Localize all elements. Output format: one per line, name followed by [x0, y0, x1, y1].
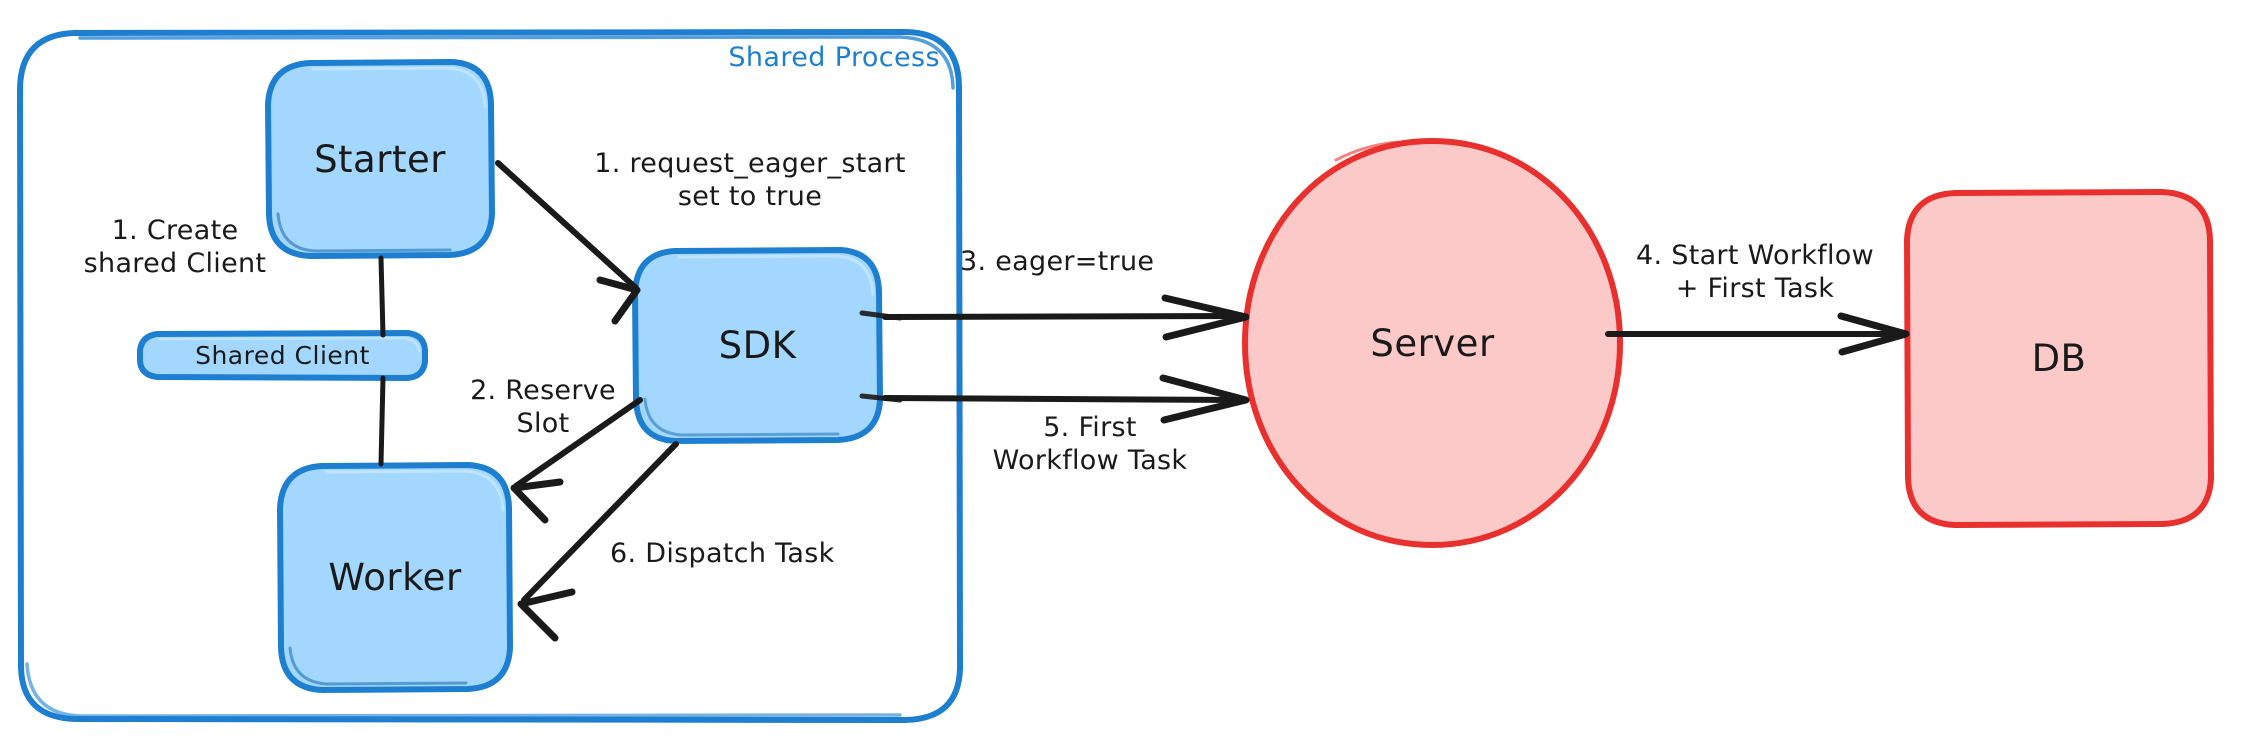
edge-starter-shared-client-worker [378, 255, 386, 467]
node-db[interactable] [1904, 189, 2214, 528]
node-server[interactable] [1242, 138, 1623, 548]
edge-label-5-first-workflow-task: 5. First Workflow Task [992, 412, 1188, 476]
node-sdk[interactable] [632, 247, 883, 444]
edge-1-request-eager-start [495, 160, 641, 325]
edge-5-first-workflow-task [859, 374, 1250, 424]
node-worker[interactable] [277, 462, 513, 693]
edge-3-eager-true [859, 294, 1250, 341]
node-starter[interactable] [265, 59, 495, 259]
edge-label-6-dispatch-task: 6. Dispatch Task [610, 538, 835, 569]
edge-label-1-create-shared-client: 1. Create shared Client [83, 215, 267, 279]
shared-process-container[interactable] [17, 29, 963, 723]
node-shared-client[interactable] [137, 330, 428, 381]
edge-label-3-eager-true: 3. eager=true [960, 246, 1155, 277]
edge-6-dispatch-task [517, 441, 679, 642]
edge-label-4-start-workflow-first-task: 4. Start Workflow + First Task [1636, 240, 1874, 304]
shared-process-title: Shared Process [728, 42, 940, 73]
edge-label-2-reserve-slot: 2. Reserve Slot [470, 375, 616, 439]
edge-label-1-request-eager-start: 1. request_eager_start set to true [594, 148, 906, 212]
edge-4-start-workflow-first-task [1605, 312, 1910, 356]
edge-2-reserve-slot [510, 397, 643, 524]
